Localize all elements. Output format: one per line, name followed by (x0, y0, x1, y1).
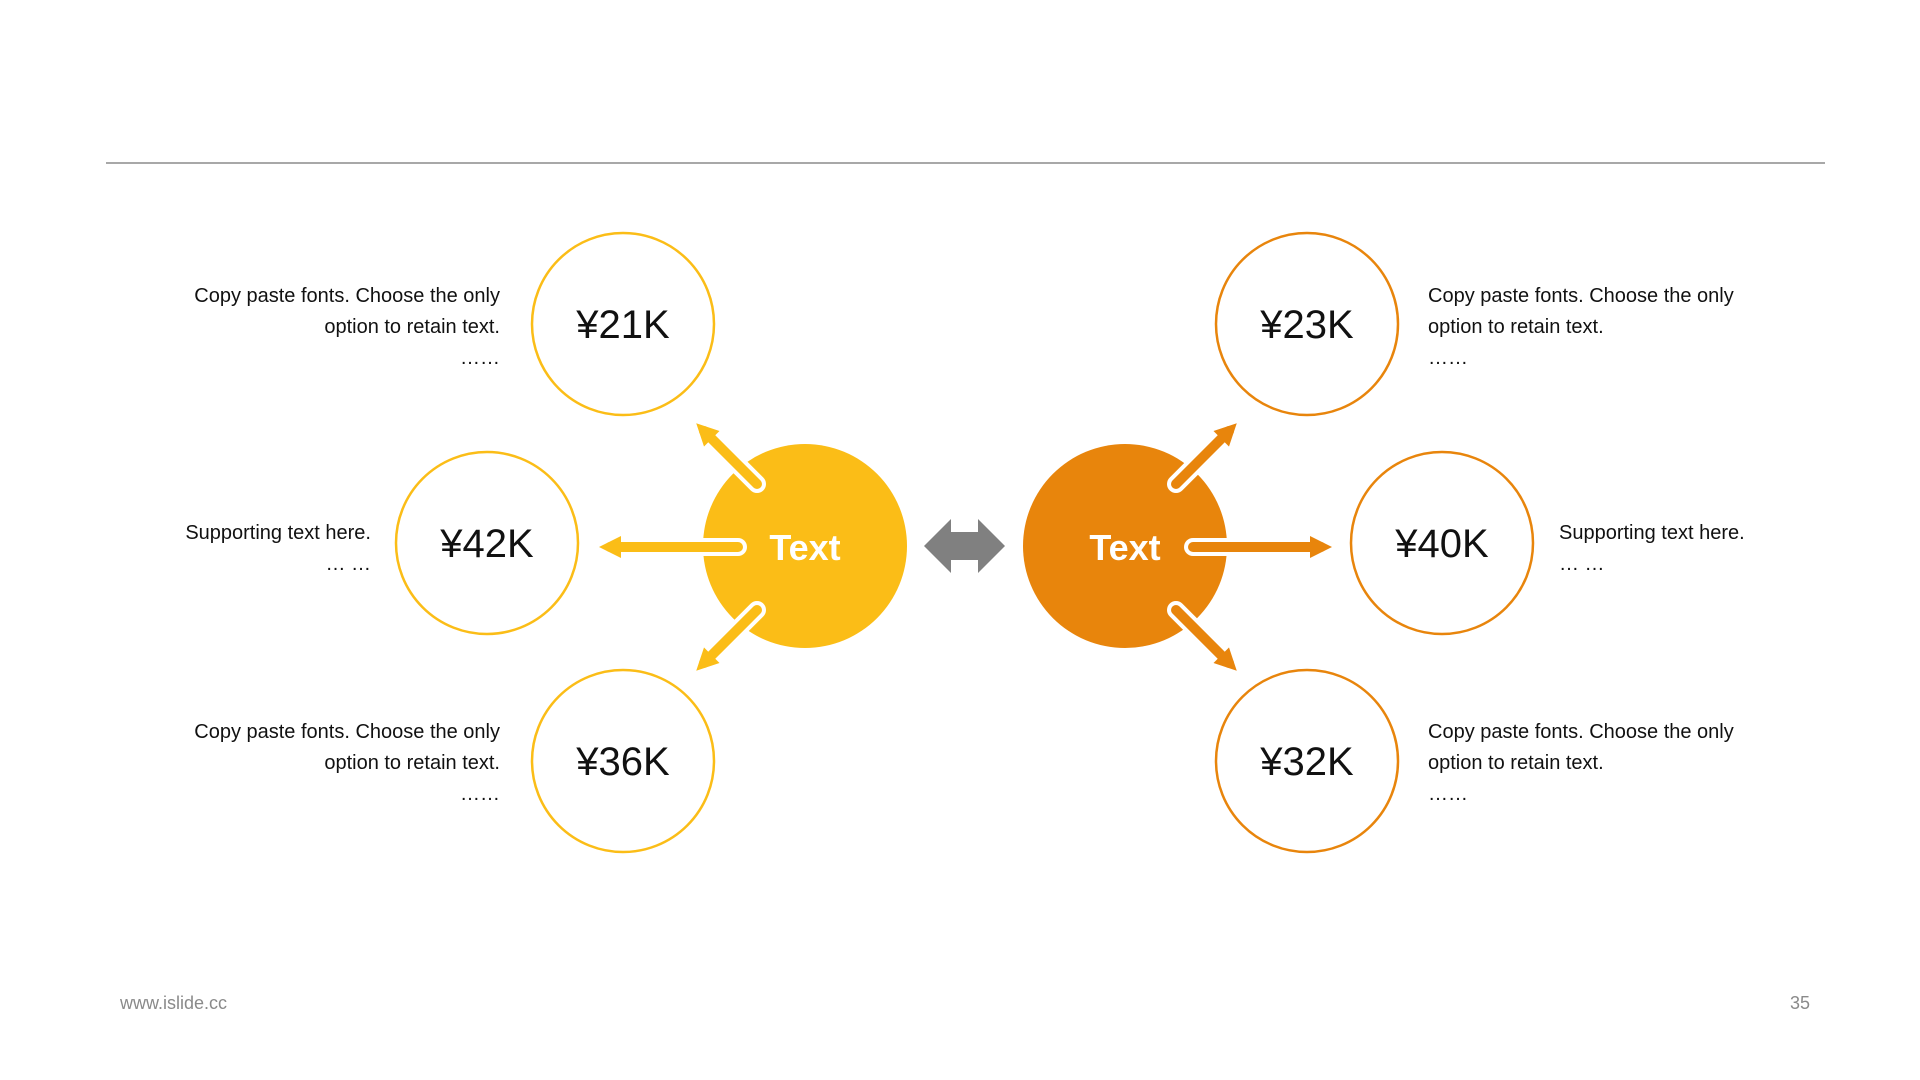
left-top-text-line2: option to retain text. (324, 316, 500, 338)
left-middle-text-line1: Supporting text here. (185, 522, 371, 544)
left-middle-description: Supporting text here. … … (0, 518, 371, 580)
right-middle-value-circle (1349, 450, 1535, 636)
right-arrow-top (1167, 423, 1237, 493)
double-arrow-icon (924, 519, 1005, 573)
right-top-dots: …… (1428, 347, 1468, 369)
right-middle-dots: … … (1559, 553, 1605, 575)
right-bottom-value-circle (1214, 668, 1400, 854)
right-middle-text-line1: Supporting text here. (1559, 522, 1745, 544)
left-top-value-circle (530, 231, 716, 417)
right-top-text-line1: Copy paste fonts. Choose the only (1428, 285, 1734, 307)
left-bottom-value: ¥36K (575, 740, 670, 784)
left-top-value: ¥21K (575, 303, 670, 347)
footer-page-number: 35 (1789, 993, 1810, 1013)
right-middle-description: Supporting text here. … … (1559, 518, 1920, 580)
header-divider (106, 162, 1825, 164)
right-center-circle (1023, 444, 1227, 648)
left-bottom-text-line2: option to retain text. (324, 752, 500, 774)
left-center-circle (703, 444, 907, 648)
footer-website: www.islide.cc (120, 993, 228, 1013)
left-arrow-bottom (696, 601, 766, 671)
right-top-text-line2: option to retain text. (1428, 316, 1604, 338)
left-bottom-dots: …… (460, 783, 500, 805)
right-top-description: Copy paste fonts. Choose the only option… (1428, 281, 1808, 374)
left-top-description: Copy paste fonts. Choose the only option… (120, 281, 500, 374)
right-center-label: Text (1089, 527, 1160, 568)
left-bottom-text-line1: Copy paste fonts. Choose the only (194, 721, 500, 743)
right-top-value: ¥23K (1259, 303, 1354, 347)
left-bottom-description: Copy paste fonts. Choose the only option… (120, 717, 500, 810)
right-top-value-circle (1214, 231, 1400, 417)
left-arrow-top (696, 423, 766, 493)
right-bottom-value: ¥32K (1259, 740, 1354, 784)
right-bottom-text-line2: option to retain text. (1428, 752, 1604, 774)
left-middle-value: ¥42K (439, 522, 534, 566)
left-middle-dots: … … (325, 553, 371, 575)
right-bottom-text-line1: Copy paste fonts. Choose the only (1428, 721, 1734, 743)
left-top-text-line1: Copy paste fonts. Choose the only (194, 285, 500, 307)
right-middle-value: ¥40K (1394, 522, 1489, 566)
left-top-dots: …… (460, 347, 500, 369)
right-arrow-bottom (1167, 601, 1237, 671)
right-bottom-description: Copy paste fonts. Choose the only option… (1428, 717, 1808, 810)
right-bottom-dots: …… (1428, 783, 1468, 805)
left-bottom-value-circle (530, 668, 716, 854)
left-middle-value-circle (394, 450, 580, 636)
left-center-label: Text (769, 527, 840, 568)
